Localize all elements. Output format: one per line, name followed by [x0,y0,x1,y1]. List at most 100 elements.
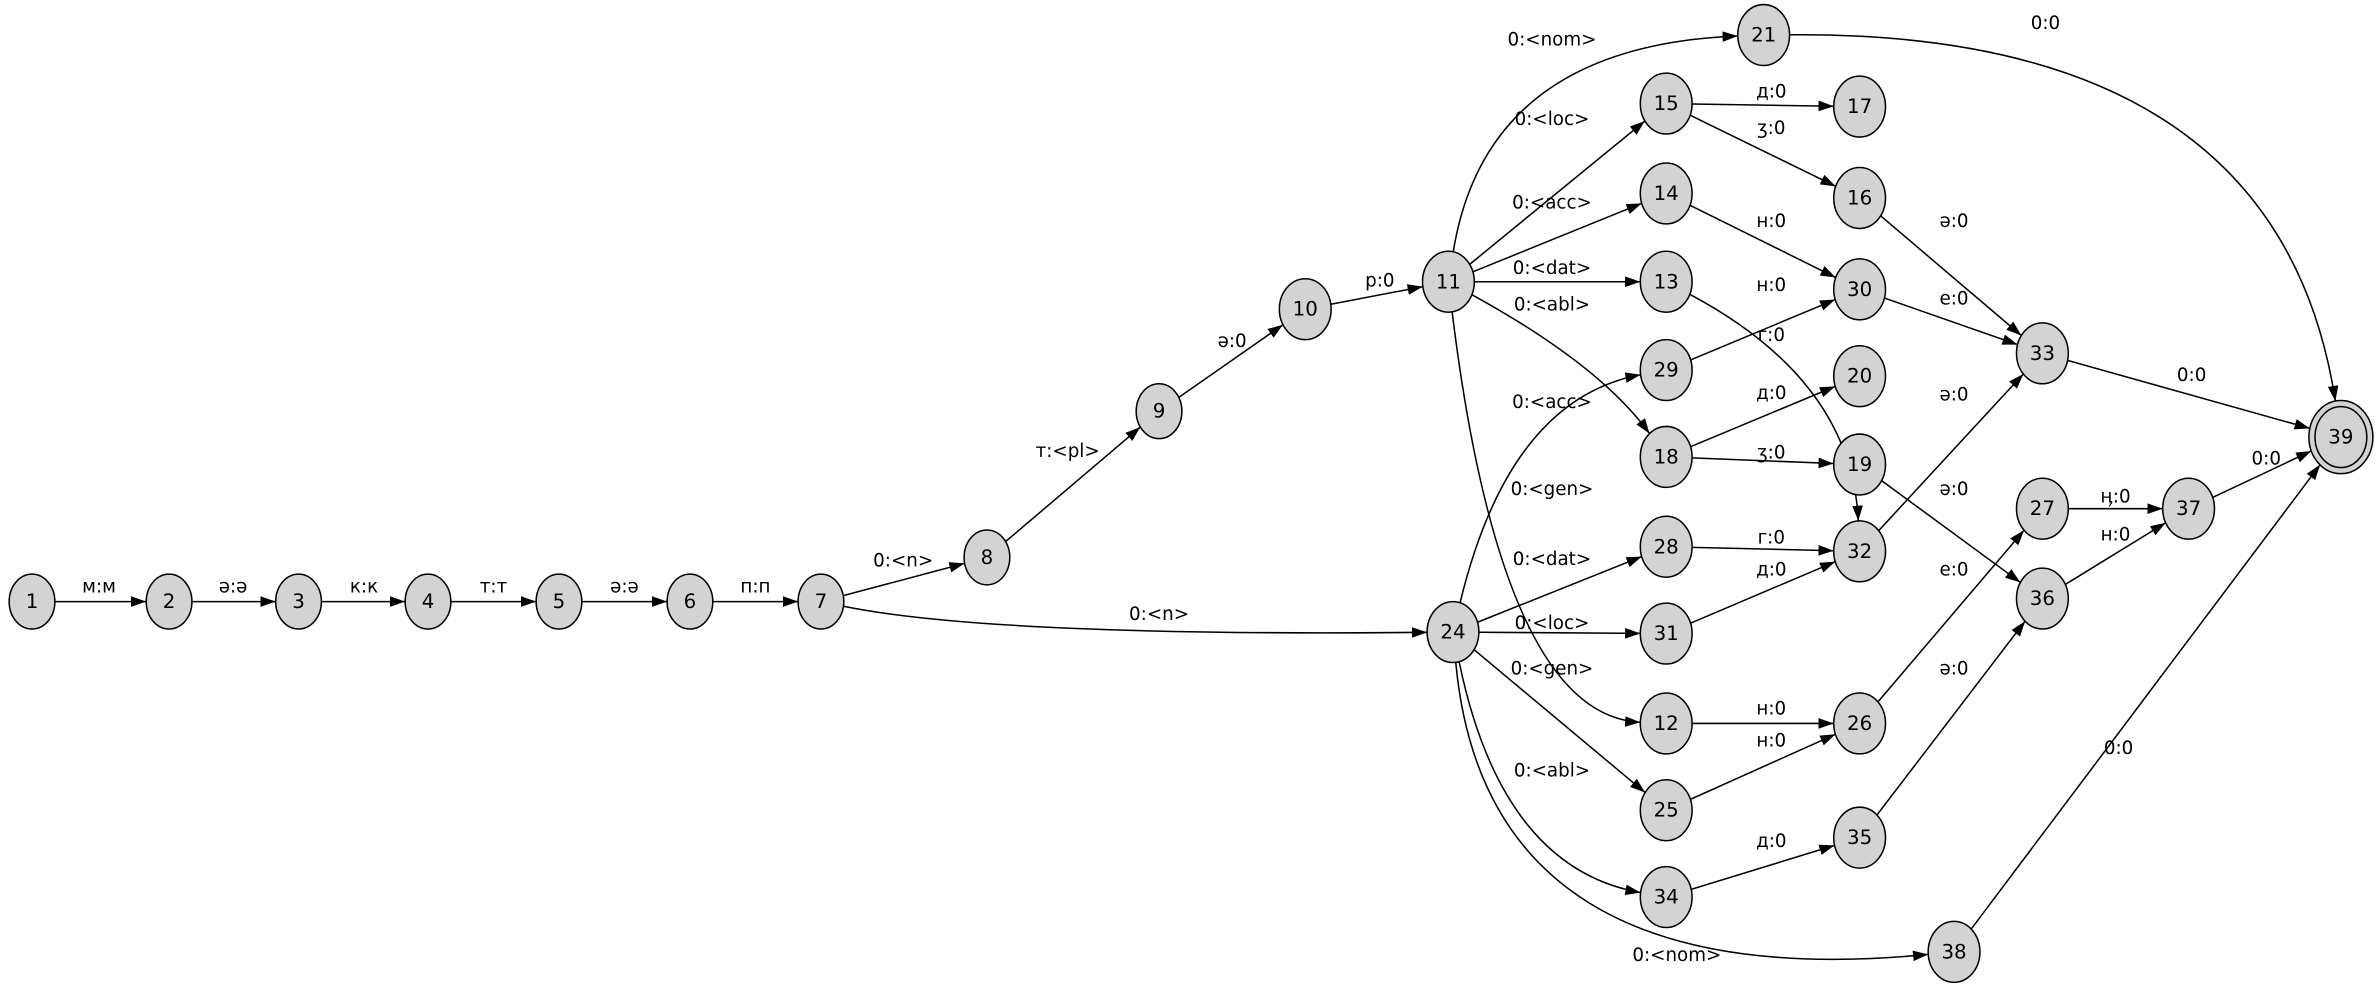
transition-label: г:0 [1758,325,1785,346]
state-circle [2015,567,2070,630]
transition-label: 0:<loc> [1515,109,1590,130]
transition-27-37: ӊ:0 [2068,487,2163,515]
state-label: 5 [553,590,566,613]
transition-label: н:0 [1756,730,1786,751]
state-label: 12 [1654,712,1679,735]
state-node: 35 [1832,806,1887,869]
transition-label: 0:<n> [873,551,933,572]
transition-label: п:п [740,576,770,597]
state-node: 36 [2015,567,2070,630]
transition-arrow [2067,359,2311,430]
state-label: 25 [1654,799,1679,822]
transition-13-32: г:0 [1689,293,1863,521]
state-label: 15 [1654,92,1679,115]
transition-12-26: н:0 [1692,698,1834,729]
transition-arrow [1880,215,2022,337]
transition-5-6: ә:ә [581,576,668,607]
state-circle [1737,3,1791,67]
state-node: 13 [1639,250,1693,313]
transition-arrow [2212,450,2312,499]
transition-arrow [1458,661,1641,896]
state-circle [1426,600,1480,664]
transition-11-14: 0:<acc> [1472,193,1643,273]
state-circle [1421,250,1476,313]
state-circle [1639,865,1693,929]
transition-34-35: д:0 [1691,831,1835,891]
state-circle [1832,806,1887,869]
transition-arrow [1881,480,2021,584]
state-node: 20 [1832,344,1887,408]
state-circle [1832,692,1887,755]
state-label: 30 [1847,278,1872,301]
state-node: 34 [1639,865,1693,929]
transition-label: д:0 [1756,831,1786,852]
transition-label: 0:0 [2104,738,2133,759]
transition-arrow [1473,649,1646,794]
transition-label: г:0 [1758,528,1785,549]
transition-21-39: 0:0 [1789,13,2339,402]
transition-label: е:0 [1940,560,1969,581]
state-node: 27 [2015,477,2070,540]
state-node: 10 [1278,277,1332,341]
transition-1-2: м:м [54,576,147,607]
transition-11-21: 0:<nom> [1452,30,1738,252]
state-label: 11 [1436,270,1461,293]
transition-15-16: ӡ:0 [1689,114,1837,188]
transition-label: 0:<dat> [1513,258,1591,279]
state-circle [1639,602,1693,665]
state-node: 5 [535,573,583,630]
transition-arrow [1459,372,1641,603]
transition-8-9: т:<pl> [1005,426,1141,543]
transition-arrow [843,562,965,597]
transition-label: ә:ә [610,576,639,597]
state-label: 29 [1654,359,1679,382]
transition-label: е:0 [1940,289,1969,310]
state-circle [1639,515,1693,578]
transition-arrow [1178,324,1284,399]
transition-arrow [1878,373,2024,532]
transition-arrow [1692,545,1834,556]
state-label: 20 [1847,365,1872,388]
transition-arrow [1692,100,1834,112]
final-state-node: 39 [2308,399,2374,475]
transition-label: д:0 [1756,560,1786,581]
transition-arrow [1689,204,1837,279]
state-circle [2015,322,2070,385]
transition-label: 0:0 [2031,13,2060,34]
state-label: 14 [1654,182,1679,205]
state-circle [797,573,845,630]
transition-24-38: 0:<nom> [1454,662,1929,966]
state-label: 3 [292,590,305,613]
state-circle [1832,258,1887,321]
transition-arrow [1477,555,1642,623]
transition-arrow [1452,31,1738,252]
state-node: 9 [1135,383,1183,440]
transition-6-7: п:п [712,576,799,607]
transition-31-32: д:0 [1690,560,1836,624]
transition-arrow [1884,297,2018,346]
state-node: 28 [1639,515,1693,578]
state-label: 36 [2030,587,2055,610]
transition-label: м:м [82,576,116,597]
transition-label: д:0 [1756,383,1786,404]
transition-14-30: н:0 [1689,204,1837,279]
transition-11-12: 0:<gen> [1451,311,1641,727]
state-node: 32 [1832,520,1887,583]
transition-24-31: 0:<loc> [1478,613,1641,639]
transition-9-10: ә:0 [1178,324,1284,399]
transition-4-5: т:т [450,576,537,607]
transition-arrow [1691,844,1835,891]
state-label: 16 [1847,186,1872,209]
transition-3-4: к:к [321,576,406,607]
transition-label: 0:<acc> [1512,193,1592,214]
state-circle [1832,75,1887,138]
transition-24-29: 0:<acc> [1459,372,1641,603]
transition-29-30: н:0 [1690,275,1836,361]
transition-arrow [1789,34,2339,402]
transition-24-34: 0:<abl> [1458,661,1641,896]
state-label: 38 [1941,940,1966,963]
transition-arrow [1690,385,1836,448]
state-label: 19 [1847,453,1872,476]
